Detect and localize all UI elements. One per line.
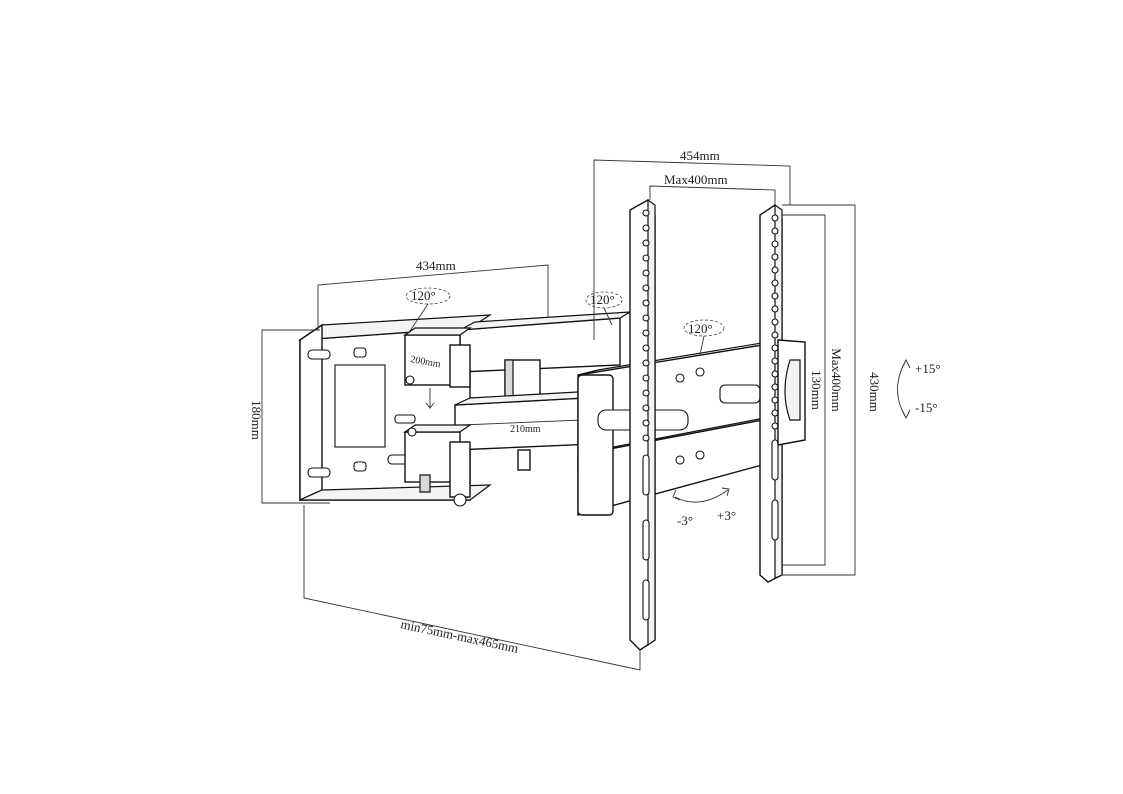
dim-bracket-height: 130mm — [809, 370, 824, 410]
label-tilt-down: -15° — [915, 400, 938, 415]
rotate-arrow-icon — [674, 489, 729, 503]
label-rail-height-inner: Max400mm — [829, 348, 844, 412]
tilt-arrow-icon — [897, 361, 906, 417]
rail-right — [759, 203, 806, 583]
label-extension: min75mm-max465mm — [399, 616, 519, 656]
dim-wall-height: 180mm — [249, 329, 330, 504]
label-swivel-tv: 120° — [688, 321, 713, 336]
tv-frame — [577, 339, 781, 516]
label-bracket-height: 130mm — [809, 370, 824, 410]
label-swivel-wall: 120° — [411, 288, 436, 303]
label-swivel-mid: 120° — [590, 292, 615, 307]
dim-rail-height-inner: Max400mm — [782, 214, 844, 566]
tilt-indicator: +15° -15° — [897, 358, 941, 420]
label-wall-width: 434mm — [416, 258, 456, 273]
tilt-arrow-icon — [425, 388, 435, 410]
dim-rail-span-outer: 454mm — [593, 148, 791, 340]
label-rail-height-outer: 430mm — [867, 372, 882, 412]
label-rotate-minus: -3° — [677, 513, 693, 528]
swivel-mid: 120° — [585, 291, 623, 326]
dim-rail-height-outer: 430mm — [782, 204, 882, 576]
label-rotate-plus: +3° — [717, 508, 736, 523]
label-arm-2: 210mm — [510, 424, 541, 435]
label-wall-height: 180mm — [249, 400, 264, 440]
rotate-indicator: -3° +3° — [672, 487, 736, 528]
swivel-wall: 120° — [405, 287, 451, 335]
dim-extension: min75mm-max465mm — [303, 505, 641, 671]
dim-rail-span-inner: Max400mm — [649, 172, 776, 205]
label-arm-1: 200mm — [409, 354, 441, 370]
swivel-tv: 120° — [683, 319, 725, 356]
label-tilt-up: +15° — [915, 361, 941, 376]
label-rail-span-outer: 454mm — [680, 148, 720, 163]
dim-wall-width: 434mm — [317, 258, 549, 330]
rail-left — [629, 198, 656, 651]
label-rail-span-inner: Max400mm — [664, 172, 728, 187]
